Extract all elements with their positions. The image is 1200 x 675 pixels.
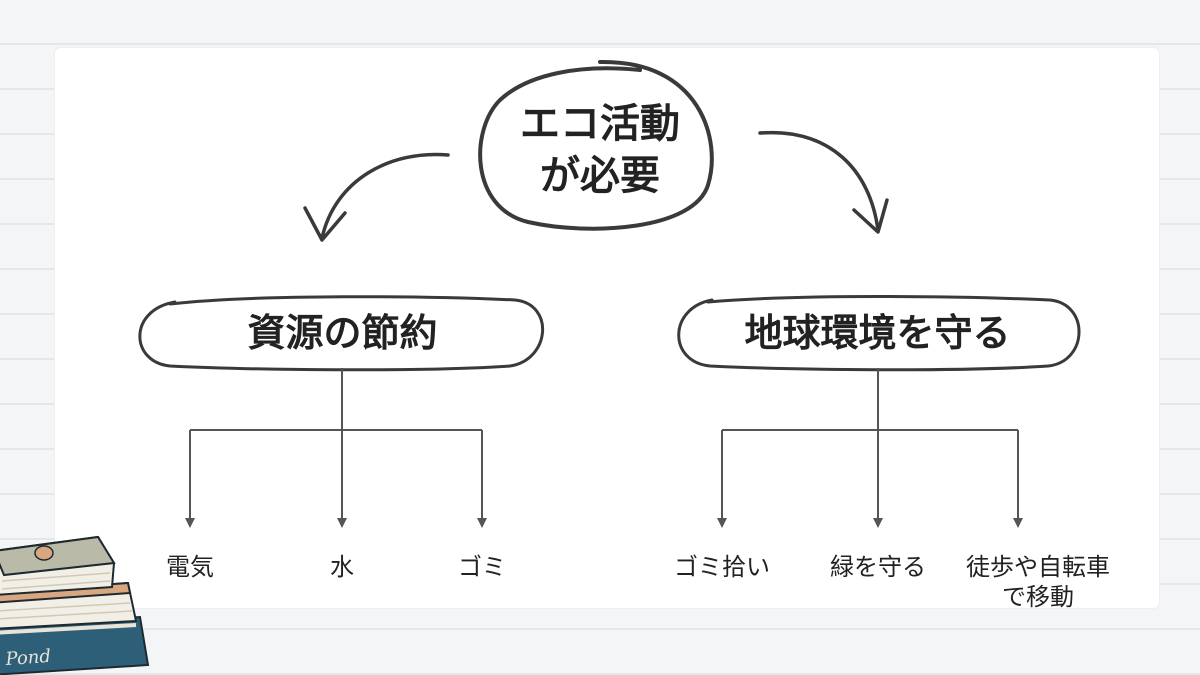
book-top (0, 535, 116, 596)
title-circle (478, 59, 714, 231)
pill-left (138, 295, 544, 372)
tree-right-arrowheads (717, 518, 1023, 528)
arrow-right-head (852, 198, 889, 234)
tree-right (721, 368, 1019, 522)
leaf-walk-text: 徒歩や自転車で移動 (966, 553, 1110, 611)
bear-icon (34, 545, 54, 561)
leaf-water: 水 (330, 553, 354, 581)
diagram-title: エコ活動が必要 (480, 98, 720, 202)
leaf-walk-or-bike: 徒歩や自転車で移動 (950, 552, 1126, 612)
pill-right (677, 295, 1081, 372)
whiteboard (55, 48, 1159, 608)
leaf-garbage: ゴミ (458, 553, 506, 581)
tree-left (189, 368, 483, 522)
leaf-protect-greenery: 緑を守る (830, 553, 926, 581)
leaf-litter-pickup: ゴミ拾い (674, 553, 770, 581)
leaf-electricity: 電気 (166, 553, 214, 581)
arrow-left (320, 152, 450, 240)
book-spine-label: Pond (4, 646, 52, 670)
category-resource-saving: 資源の節約 (247, 311, 438, 355)
category-protect-environment: 地球環境を守る (744, 311, 1011, 355)
title-text: エコ活動が必要 (520, 101, 680, 199)
tree-left-arrowheads (185, 518, 487, 528)
arrow-right (758, 130, 880, 232)
arrow-left-head (303, 206, 347, 242)
books-illustration: Pond (0, 535, 150, 675)
